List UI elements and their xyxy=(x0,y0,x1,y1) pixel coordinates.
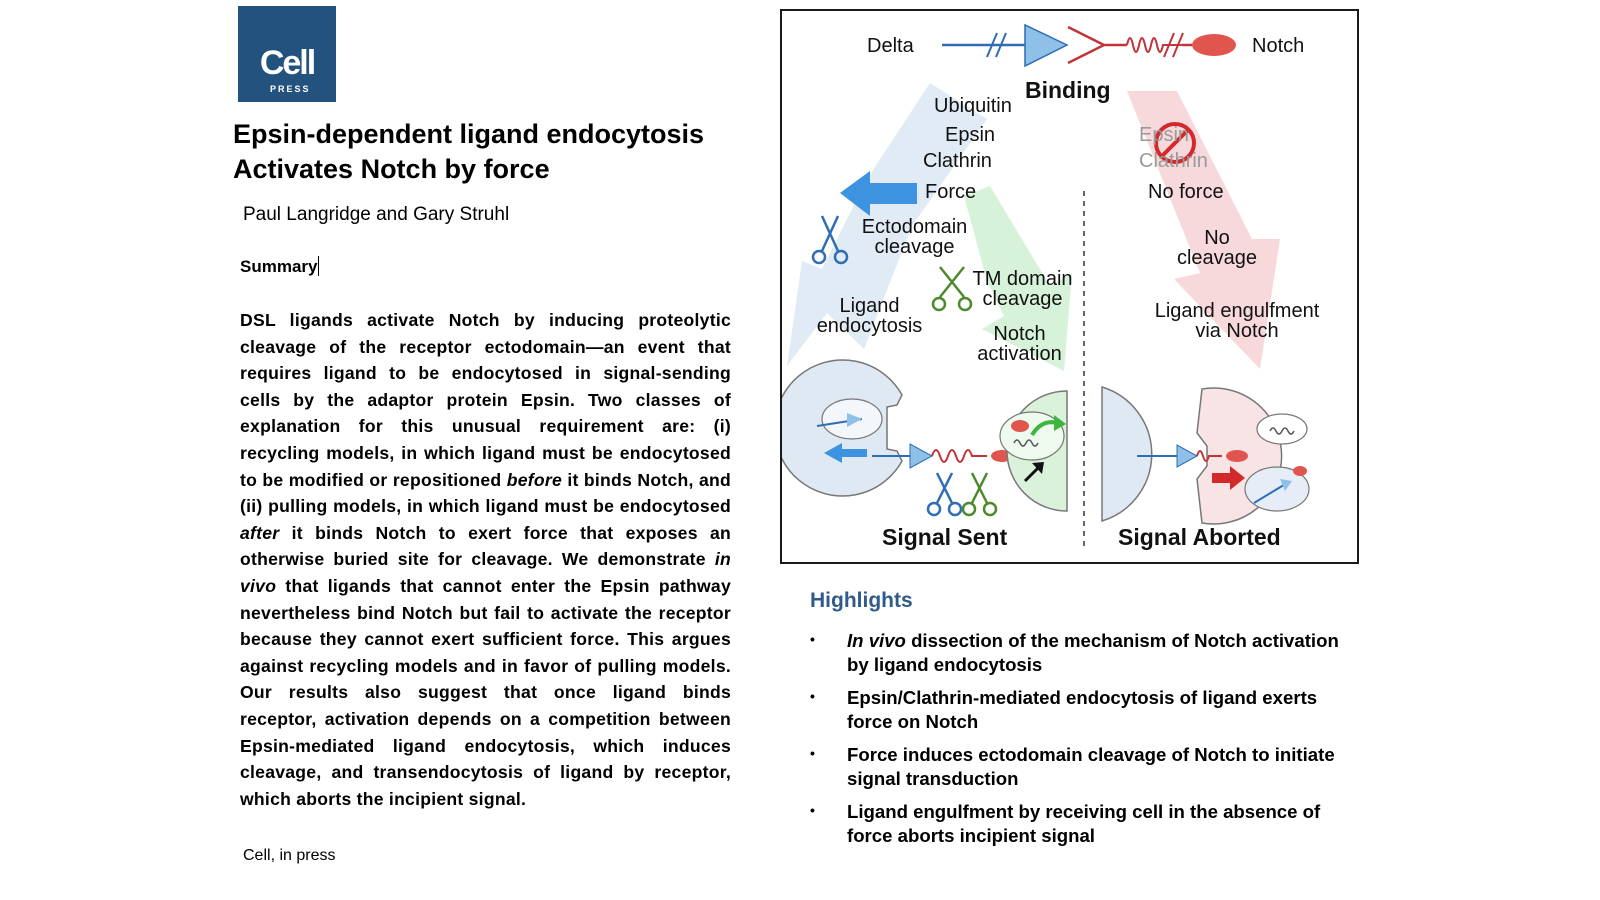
highlight-text: Ligand engulfment by receiving cell in t… xyxy=(847,801,1321,846)
notch-receptor-icon xyxy=(1067,25,1236,65)
summary-heading-text: Summary xyxy=(240,257,318,276)
highlight-item: • In vivo dissection of the mechanism of… xyxy=(810,629,1350,677)
epsin-label: Epsin xyxy=(945,124,996,146)
force-label: Force xyxy=(925,181,977,203)
highlight-item: • Epsin/Clathrin-mediated endocytosis of… xyxy=(810,686,1350,734)
highlight-emphasis: In vivo xyxy=(847,630,906,651)
signal-sent-label: Signal Sent xyxy=(882,524,1008,550)
no-force-label: No force xyxy=(1148,181,1224,203)
signal-sending-cell xyxy=(782,359,1013,497)
paper-authors: Paul Langridge and Gary Struhl xyxy=(243,204,510,225)
no-cleavage-line-2: cleavage xyxy=(1176,247,1258,269)
highlight-text: Force induces ectodomain cleavage of Not… xyxy=(847,744,1335,789)
text-cursor xyxy=(318,256,320,276)
ectodomain-line-2: cleavage xyxy=(874,236,955,258)
endocytosis-pathway-arrow xyxy=(787,83,987,366)
notch-act-line-1: Notch xyxy=(993,323,1046,345)
aborted-receiving-cell xyxy=(1196,387,1310,525)
junction-blue-scissors-icon xyxy=(926,472,963,517)
aborted-sending-cell xyxy=(1101,385,1199,523)
no-cleavage-line-1: No xyxy=(1204,227,1230,249)
highlights-heading: Highlights xyxy=(810,589,913,612)
bullet-icon: • xyxy=(810,745,815,761)
ligand-endo-line-2: endocytosis xyxy=(816,315,923,337)
no-symbol-icon xyxy=(1154,122,1196,164)
tm-domain-scissors-icon xyxy=(931,266,973,312)
engulf-line-1: Ligand engulfment xyxy=(1154,300,1320,322)
ectodomain-scissors-icon xyxy=(811,215,849,265)
ubiquitin-label: Ubiquitin xyxy=(934,95,1012,117)
ligand-endo-line-1: Ligand xyxy=(839,295,900,317)
summary-heading: Summary xyxy=(240,256,320,278)
tm-domain-cleavage-label: TM domain cleavage xyxy=(965,269,1080,309)
delta-label: Delta xyxy=(867,35,914,57)
ectodomain-line-1: Ectodomain xyxy=(861,216,968,238)
highlight-item: • Ligand engulfment by receiving cell in… xyxy=(810,800,1350,848)
tm-line-2: cleavage xyxy=(982,288,1063,310)
notch-act-line-2: activation xyxy=(977,343,1062,365)
signal-aborted-label: Signal Aborted xyxy=(1118,524,1281,550)
summary-body: DSL ligands activate Notch by inducing p… xyxy=(240,310,731,809)
bullet-icon: • xyxy=(810,802,815,818)
clathrin-struck-label: Clathrin xyxy=(1139,150,1208,172)
highlight-text: dissection of the mechanism of Notch act… xyxy=(847,630,1339,675)
logo-main-text: Cell xyxy=(259,44,316,82)
junction-green-scissors-icon xyxy=(961,472,998,517)
ectodomain-cleavage-label: Ectodomain cleavage xyxy=(852,217,977,257)
bullet-icon: • xyxy=(810,631,815,647)
notch-activation-arrow xyxy=(964,186,1072,371)
binding-label: Binding xyxy=(1025,77,1111,103)
delta-ligand-icon xyxy=(942,23,1069,68)
notch-activation-label: Notch activation xyxy=(967,324,1072,364)
ligand-engulfment-label: Ligand engulfment via Notch xyxy=(1132,301,1342,341)
graphical-abstract-figure: Delta Notch Binding Ubiquitin Epsin Clat… xyxy=(780,9,1359,564)
logo-sub-text: PRESS xyxy=(270,84,311,94)
engulf-line-2: via Notch xyxy=(1195,320,1279,342)
journal-citation: Cell, in press xyxy=(243,847,336,864)
paper-title: Epsin-dependent ligand endocytosis Activ… xyxy=(233,119,705,184)
epsin-struck-label: Epsin xyxy=(1139,124,1190,146)
ligand-endocytosis-label: Ligand endocytosis xyxy=(807,296,932,336)
no-cleavage-label: No cleavage xyxy=(1152,228,1282,268)
clathrin-label: Clathrin xyxy=(923,150,992,172)
cell-press-logo: Cell PRESS xyxy=(238,6,336,102)
force-arrow-icon xyxy=(840,171,917,216)
notch-label: Notch xyxy=(1252,35,1305,57)
highlight-text: Epsin/Clathrin-mediated endocytosis of l… xyxy=(847,687,1318,732)
figure-graphics xyxy=(782,23,1310,551)
highlight-item: • Force induces ectodomain cleavage of N… xyxy=(810,743,1350,791)
signal-receiving-cell xyxy=(999,390,1068,512)
tm-line-1: TM domain xyxy=(972,268,1073,290)
bullet-icon: • xyxy=(810,688,815,704)
